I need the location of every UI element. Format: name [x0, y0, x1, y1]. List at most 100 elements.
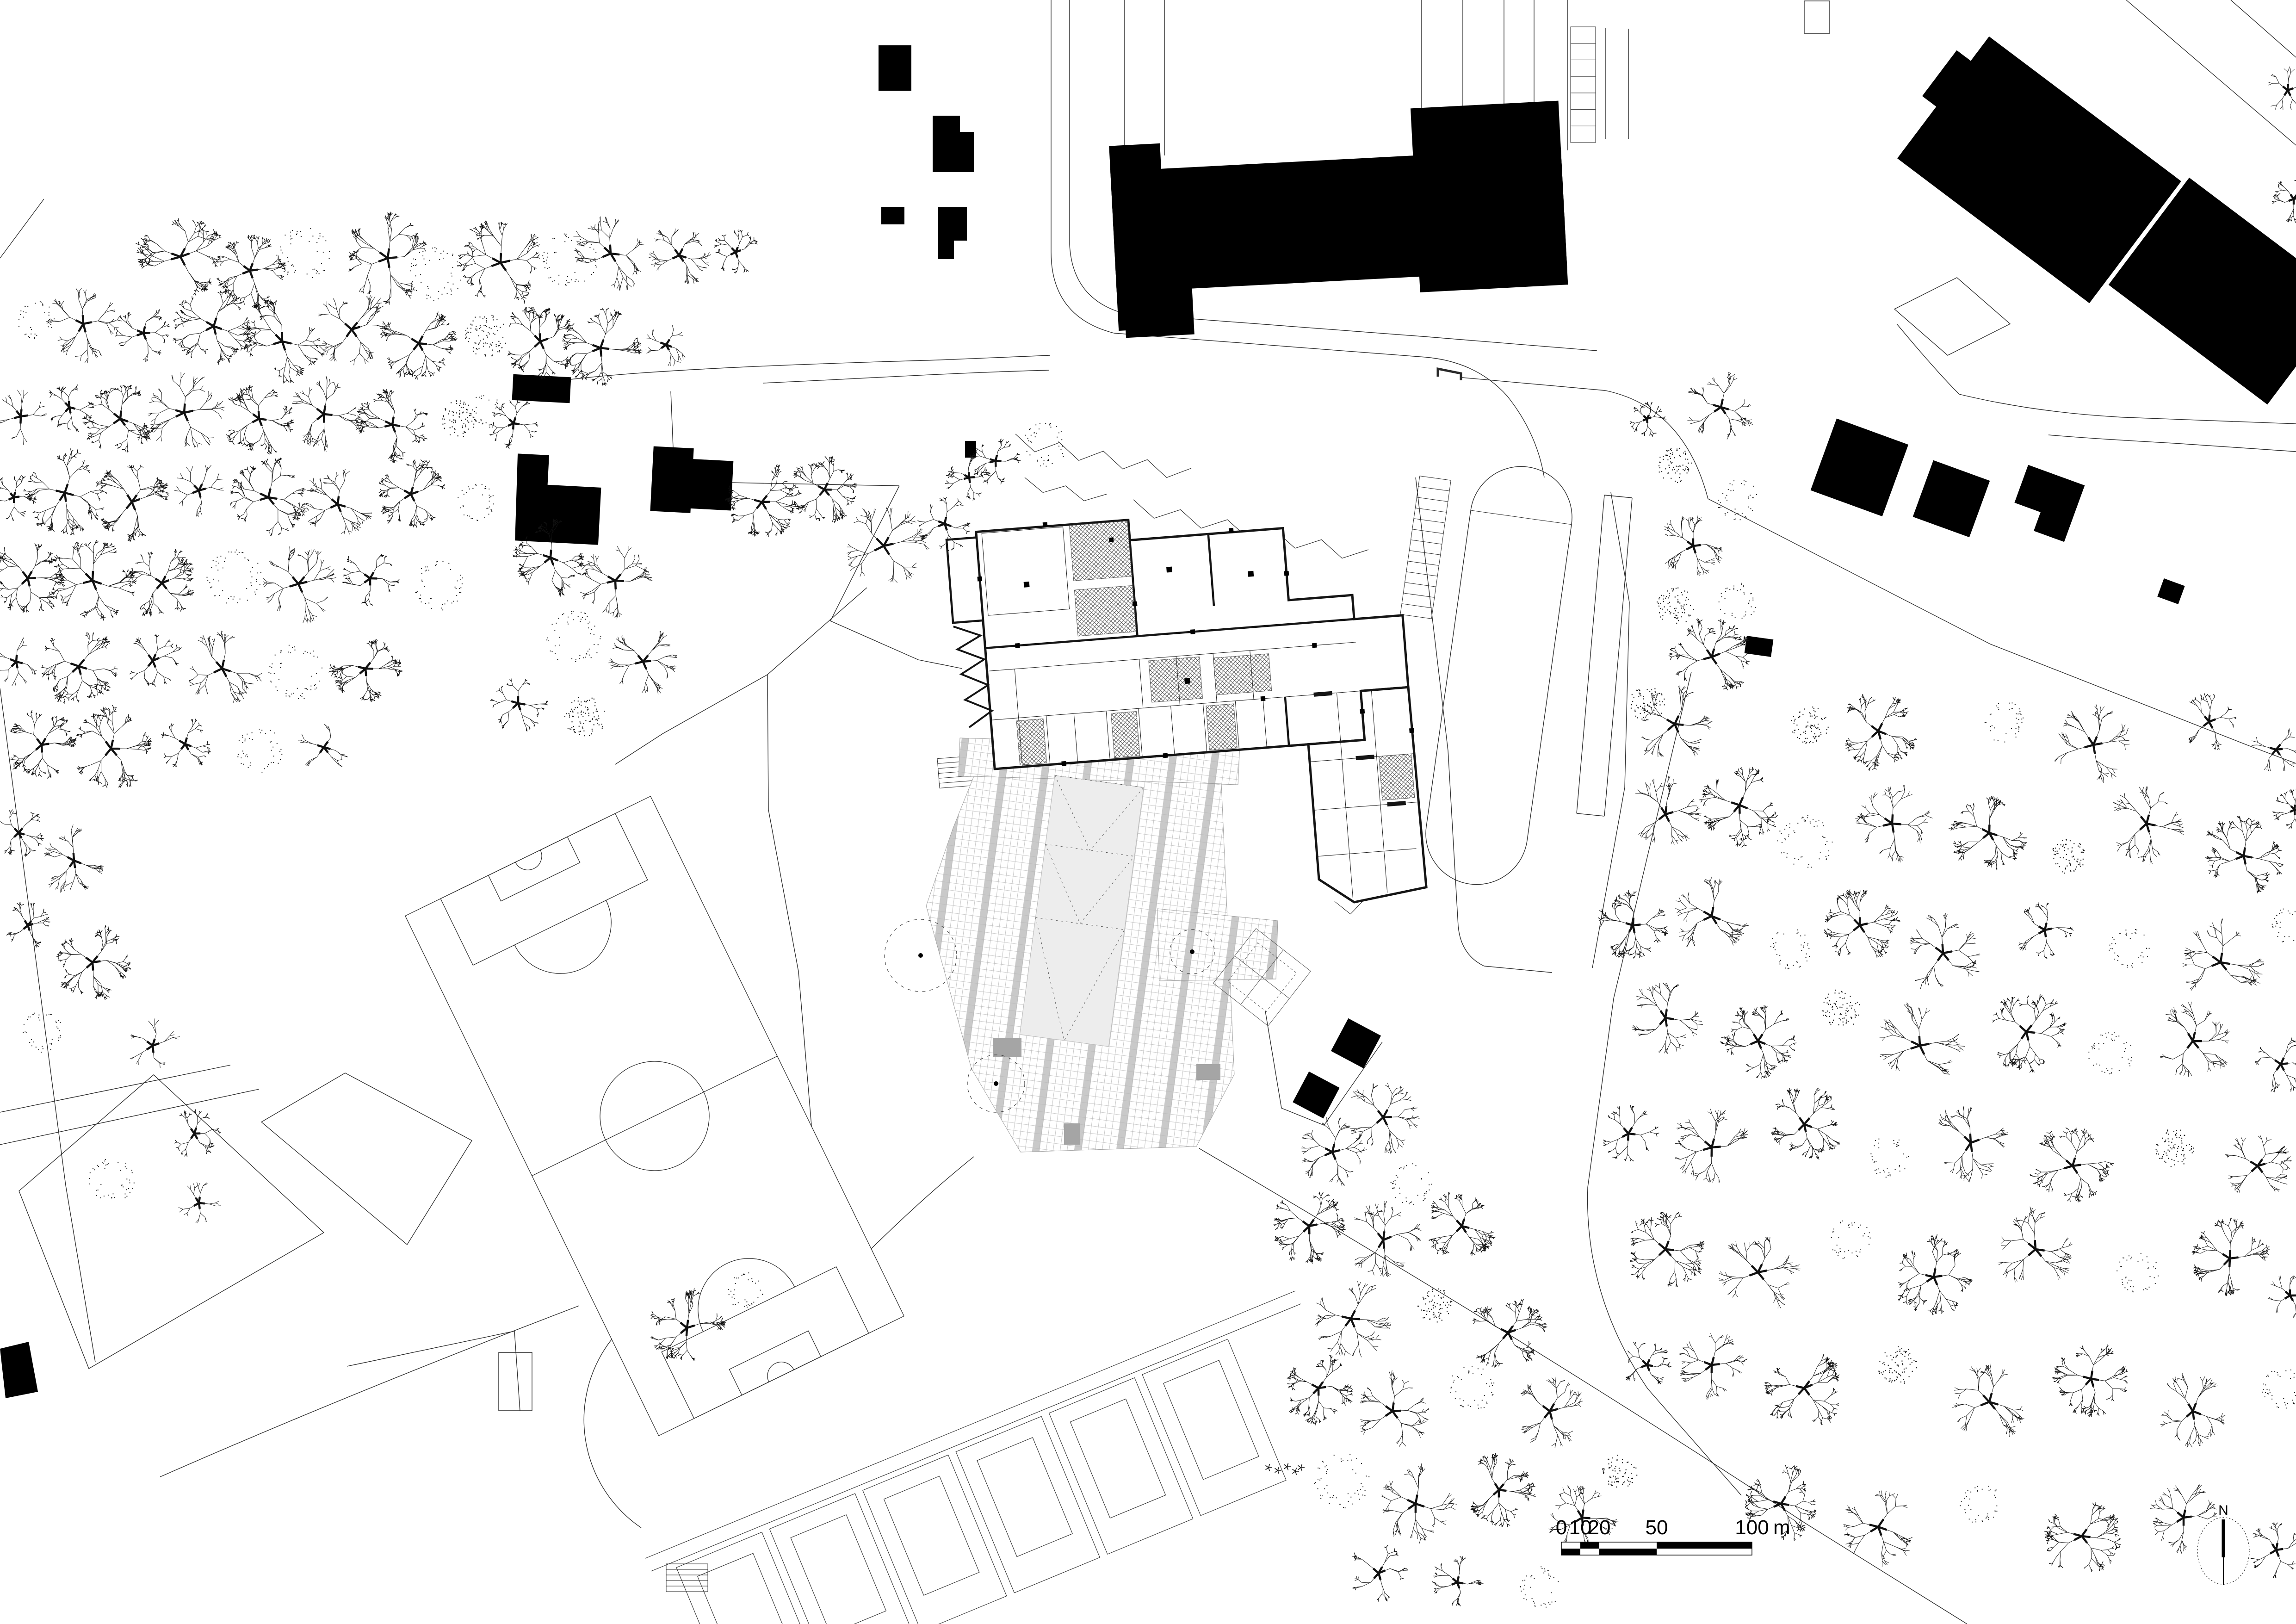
- road-line: [1265, 1010, 1383, 1126]
- tree-leaves: [917, 497, 971, 552]
- leafy-tree: [383, 315, 454, 377]
- school-door-mark: [1312, 643, 1317, 648]
- road-line: [830, 485, 963, 669]
- leafy-tree: [1355, 1547, 1405, 1599]
- leafy-tree: [381, 462, 443, 525]
- branch-tree: [2150, 1484, 2217, 1554]
- branch-tree: [1998, 1206, 2073, 1283]
- leafy-tree: [1994, 997, 2063, 1071]
- road-line: [2048, 434, 2296, 452]
- building-footprint: [2157, 578, 2185, 604]
- stipple-tree: [1984, 702, 2024, 743]
- building-footprint: [881, 207, 904, 224]
- scale-bar-label: 50: [1646, 1516, 1668, 1539]
- tree-leaves: [226, 385, 294, 455]
- stairs-ladder: [1570, 26, 1596, 143]
- ladder-frame: [666, 1563, 708, 1592]
- leafy-tree: [1600, 893, 1666, 956]
- school-partition: [1073, 713, 1078, 762]
- school-partition: [1337, 693, 1353, 898]
- tree-leaves: [1470, 1453, 1536, 1527]
- tree-leaves: [1992, 994, 2067, 1073]
- branch-tree: [2225, 1135, 2292, 1193]
- building-footprint: [1123, 285, 1194, 338]
- planned-tree-circle: [884, 919, 957, 992]
- tree-leaves: [23, 448, 107, 535]
- road-line: [570, 355, 1051, 380]
- building-footprint: [1331, 1018, 1381, 1069]
- stipple-tree: [1791, 707, 1829, 744]
- stipple-tree: [1630, 688, 1665, 721]
- stipple-tree: [1960, 1486, 1998, 1523]
- leafy-tree: [1746, 1468, 1815, 1538]
- branch-tree: [1952, 1364, 2024, 1437]
- school-furniture-hatch: [1213, 653, 1272, 695]
- building-footprint: [879, 45, 911, 91]
- leafy-tree-trunk: [85, 955, 101, 971]
- tree-leaves: [82, 384, 153, 453]
- ladder-rung: [1411, 539, 1442, 545]
- tree-leaves: [1603, 1105, 1659, 1162]
- soccer-field: [405, 796, 904, 1436]
- tree-leaves: [95, 465, 170, 542]
- stipple-tree: [1821, 989, 1860, 1026]
- school-column-mark: [1023, 581, 1030, 588]
- leafy-tree: [2048, 1505, 2119, 1569]
- leafy-tree-trunk: [364, 571, 378, 586]
- stipple-tree: [1718, 480, 1757, 521]
- shrub-mark: [1265, 1464, 1272, 1471]
- parcel-outline: [260, 1072, 472, 1246]
- tree-leaves: [1626, 1341, 1671, 1384]
- branch-tree: [2268, 66, 2296, 110]
- leafy-tree: [175, 292, 251, 362]
- tree-leaves: [2254, 1037, 2296, 1092]
- scale-bar-segment: [1561, 1542, 1580, 1549]
- leafy-tree: [1435, 1558, 1480, 1604]
- tree-leaves: [562, 308, 643, 386]
- branch-tree: [302, 469, 373, 535]
- plot-street-line: [650, 1303, 1301, 1572]
- scale-bar-segment: [1580, 1549, 1599, 1555]
- school-furniture-hatch: [1069, 521, 1132, 581]
- road-line: [1605, 28, 1629, 139]
- leafy-tree: [1773, 1090, 1838, 1157]
- building-footprint: [2014, 465, 2085, 542]
- leafy-tree: [131, 552, 192, 614]
- scale-bar-label: 10: [1569, 1516, 1592, 1539]
- branch-tree: [2182, 918, 2264, 991]
- tree-leaves: [41, 632, 118, 704]
- school-door-mark: [1163, 753, 1168, 758]
- leafy-tree: [948, 455, 988, 498]
- leafy-tree: [78, 708, 149, 786]
- tree-leaves: [1432, 1556, 1484, 1606]
- stipple-tree: [1390, 1163, 1432, 1205]
- tree-leaves: [489, 400, 538, 449]
- leafy-tree: [1290, 1357, 1351, 1423]
- school-furniture-hatch: [1206, 703, 1238, 750]
- stipple-tree: [206, 549, 261, 604]
- tree-leaves: [2018, 902, 2074, 959]
- leafy-tree: [2208, 818, 2281, 891]
- leafy-tree: [43, 635, 116, 701]
- tree-leaves: [2191, 1217, 2270, 1296]
- stipple-tree: [564, 697, 605, 737]
- scale-bar-segment: [1657, 1549, 1752, 1555]
- field-goal-box: [729, 1330, 822, 1396]
- scale-bar-segment: [1561, 1549, 1580, 1555]
- branch-tree: [1381, 1463, 1457, 1544]
- planned-tree-circle: [1170, 929, 1215, 974]
- tree-leaves: [1472, 1299, 1547, 1368]
- scale-bar-label: 100: [1735, 1516, 1769, 1539]
- branch-tree-trunk: [1935, 944, 1952, 961]
- school-door-mark: [1228, 527, 1234, 533]
- building-footprint: [1744, 636, 1774, 657]
- road-line: [1415, 477, 1553, 973]
- branch-tree: [46, 288, 122, 364]
- school-partition: [1334, 900, 1364, 915]
- branch-tree: [44, 824, 104, 893]
- school-partition: [990, 690, 1361, 720]
- stipple-tree: [1770, 929, 1810, 969]
- road-line: [0, 198, 44, 259]
- tree-leaves: [115, 309, 170, 362]
- leafy-tree: [1900, 1237, 1970, 1313]
